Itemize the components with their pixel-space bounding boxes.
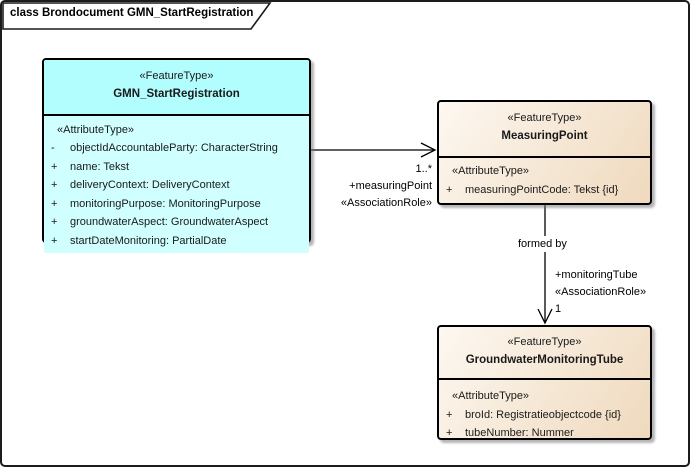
attribute-row[interactable]: - objectIdAccountableParty: CharacterStri… [44,139,309,158]
class-attributes-compartment: «AttributeType» + broId: Registratieobjec… [439,380,650,449]
attribute-row[interactable]: + broId: Registratieobjectcode {id} [439,406,650,425]
association-name: formed by [515,236,570,252]
open-arrowhead-right-icon [420,142,437,158]
visibility-marker: + [51,179,58,191]
association-stereotype: «AssociationRole» [340,197,432,209]
attribute-text: deliveryContext: DeliveryContext [70,179,230,191]
association-stereotype: «AssociationRole» [555,286,647,298]
attribute-row[interactable]: + groundwaterAspect: GroundwaterAspect [44,213,309,232]
attribute-row[interactable]: + tubeNumber: Nummer [439,424,650,443]
frame-title-tab [2,2,272,30]
attribute-row[interactable]: + monitoringPurpose: MonitoringPurpose [44,195,309,214]
class-box-measuringpoint[interactable]: «FeatureType» MeasuringPoint «AttributeT… [437,100,652,205]
visibility-marker: + [51,234,58,247]
class-name: MeasuringPoint [501,130,588,142]
class-header: «FeatureType» GroundwaterMonitoringTube [439,327,650,380]
class-box-gmn-startregistration[interactable]: «FeatureType» GMN_StartRegistration «Att… [42,58,311,253]
class-name: GroundwaterMonitoringTube [465,354,624,366]
attribute-text: objectIdAccountableParty: CharacterStrin… [70,142,278,154]
class-header: «FeatureType» MeasuringPoint [439,102,650,158]
attribute-type-header: «AttributeType» [57,124,135,136]
attribute-text: startDateMonitoring: PartialDate [70,234,227,247]
attribute-text: monitoringPurpose: MonitoringPurpose [70,197,261,210]
class-header: «FeatureType» GMN_StartRegistration [44,60,309,116]
visibility-marker: + [446,427,453,439]
attribute-type-header: «AttributeType» [452,390,530,402]
association-role-name: +measuringPoint [349,180,432,192]
attribute-row[interactable]: + startDateMonitoring: PartialDate [44,232,309,251]
attribute-text: broId: Registratieobjectcode {id} [465,408,621,421]
attribute-row[interactable]: + deliveryContext: DeliveryContext [44,176,309,195]
visibility-marker: + [446,408,453,421]
attribute-type-header: «AttributeType» [452,165,530,177]
attribute-row[interactable]: + name: Tekst [44,158,309,177]
association-multiplicity: 1 [555,303,562,315]
class-stereotype: «FeatureType» [139,70,214,82]
attribute-text: groundwaterAspect: GroundwaterAspect [70,216,269,228]
attribute-row[interactable]: + measuringPointCode: Tekst {id} [439,181,650,200]
association-role-name: +monitoringTube [555,269,638,281]
association-multiplicity: 1..* [415,163,432,175]
class-attributes-compartment: «AttributeType» + measuringPointCode: Tek… [439,158,650,214]
attribute-text: tubeNumber: Nummer [465,427,574,439]
visibility-marker: + [51,197,58,210]
attribute-text: measuringPointCode: Tekst {id} [465,184,619,196]
class-name: GMN_StartRegistration [113,88,240,100]
visibility-marker: + [51,160,58,173]
class-stereotype: «FeatureType» [507,336,582,348]
class-stereotype: «FeatureType» [507,112,582,124]
diagram-title: class Brondocument GMN_StartRegistration [10,7,254,19]
visibility-marker: + [51,216,58,228]
class-box-groundwatermonitoringtube[interactable]: «FeatureType» GroundwaterMonitoringTube … [437,325,652,440]
open-arrowhead-down-icon [537,308,553,325]
visibility-marker: + [446,184,453,196]
visibility-marker: - [51,142,55,154]
attribute-text: name: Tekst [70,160,130,173]
class-attributes-compartment: «AttributeType» - objectIdAccountablePart… [44,116,309,253]
